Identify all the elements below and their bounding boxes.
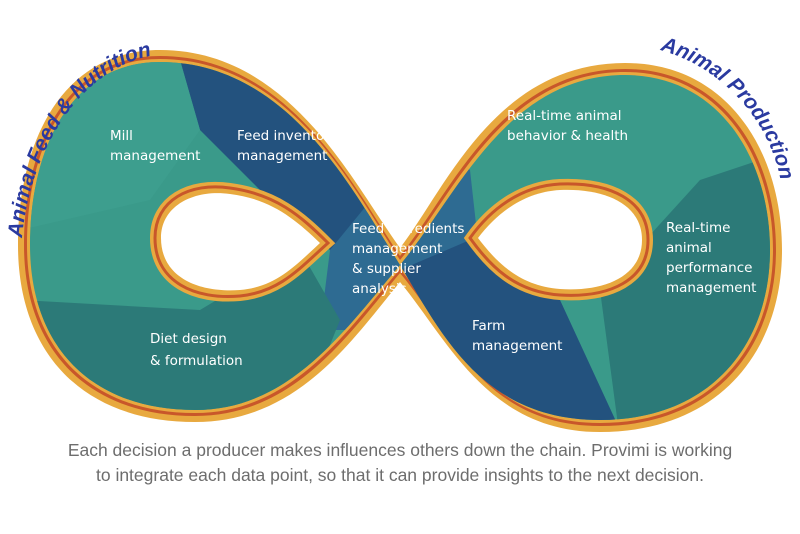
caption: Each decision a producer makes influence… xyxy=(0,438,800,488)
label-feed-inventory: Feed inventory management xyxy=(237,128,342,164)
label-farm-management: Farm management xyxy=(472,318,562,354)
caption-line-2: to integrate each data point, so that it… xyxy=(95,465,705,485)
label-feed-ingredients: Feed ingredients management & supplier a… xyxy=(352,221,469,297)
left-hole xyxy=(161,193,320,291)
label-realtime-performance: Real-time animal performance management xyxy=(666,220,757,296)
label-mill-management: Mill management xyxy=(110,128,200,164)
caption-line-1: Each decision a producer makes influence… xyxy=(67,440,733,460)
label-diet-design: Diet design & formulation xyxy=(150,331,243,369)
right-hole xyxy=(478,189,642,290)
right-hole-rim-line xyxy=(468,182,650,297)
label-realtime-behavior: Real-time animal behavior & health xyxy=(507,108,628,144)
left-hole-rim-line xyxy=(153,185,331,299)
